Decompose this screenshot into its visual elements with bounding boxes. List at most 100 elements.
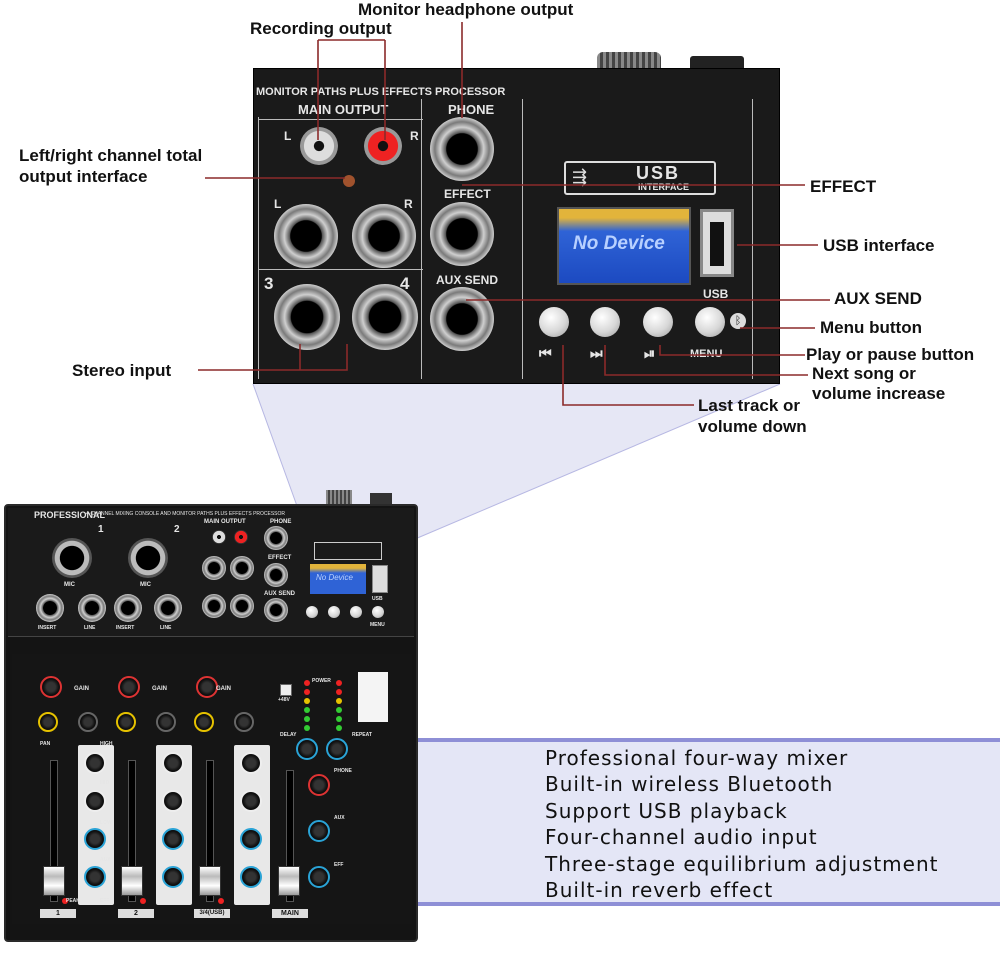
line-jack-2[interactable]: [154, 594, 182, 622]
repeat-label: REPEAT: [352, 732, 372, 738]
phantom-button[interactable]: [280, 684, 292, 696]
mini-main-left[interactable]: [202, 556, 226, 580]
mini-aux-send[interactable]: [264, 598, 288, 622]
insert-jack-2[interactable]: [114, 594, 142, 622]
high-label: HIGH: [100, 741, 113, 747]
insert-label-2: INSERT: [116, 625, 135, 631]
usb-port[interactable]: [700, 209, 734, 277]
mini-rca-left[interactable]: [212, 530, 226, 544]
ch3-input-jack[interactable]: [274, 284, 340, 350]
eq-knob[interactable]: [162, 828, 184, 850]
mini-prev-button[interactable]: [306, 606, 318, 618]
delay-knob[interactable]: [296, 738, 318, 760]
aux-send-jack[interactable]: [430, 287, 494, 351]
meter-led: [304, 716, 310, 722]
mini-lcd: No Device: [310, 564, 366, 594]
usb-logo-text: USB: [636, 163, 681, 183]
meter-led: [304, 707, 310, 713]
repeat-knob[interactable]: [326, 738, 348, 760]
prev-button[interactable]: [539, 307, 569, 337]
phantom-label: +48V: [278, 697, 290, 703]
peak-led: [218, 898, 224, 904]
eq-knob[interactable]: [84, 866, 106, 888]
gain-label: GAIN: [152, 686, 167, 692]
gain-knob[interactable]: [196, 676, 218, 698]
callout-stereo-input: Stereo input: [72, 361, 172, 380]
mic-label-2: MIC: [140, 582, 151, 588]
eq-knob[interactable]: [162, 790, 184, 812]
rca-right-jack[interactable]: [364, 127, 402, 165]
mini-next-button[interactable]: [328, 606, 340, 618]
pan-knob[interactable]: [116, 712, 136, 732]
meter-led: [304, 725, 310, 731]
low-label: LOW: [100, 820, 112, 826]
divider: [421, 99, 422, 379]
eq-knob[interactable]: [84, 752, 106, 774]
line-jack-1[interactable]: [78, 594, 106, 622]
mini-ch3[interactable]: [202, 594, 226, 618]
meter-led: [336, 698, 342, 704]
eff-label: EFF: [100, 898, 110, 904]
phone-jack[interactable]: [430, 117, 494, 181]
aux-send-label: AUX SEND: [436, 273, 499, 287]
mini-usb-port[interactable]: [372, 565, 388, 593]
eq-knob[interactable]: [162, 752, 184, 774]
eq-knob[interactable]: [240, 866, 262, 888]
eq-knob[interactable]: [84, 828, 106, 850]
insert-jack-1[interactable]: [36, 594, 64, 622]
fader-knob[interactable]: [121, 866, 143, 896]
strip-label-main: MAIN: [272, 909, 308, 918]
usb-logo: ⇶ USB INTERFACE: [564, 161, 716, 195]
eq-knob[interactable]: [240, 790, 262, 812]
mini-usb-label: USB: [372, 596, 383, 602]
main-left-jack[interactable]: [274, 204, 338, 268]
eq-knob[interactable]: [240, 752, 262, 774]
gain-knob[interactable]: [118, 676, 140, 698]
callout-next-song-2: volume increase: [812, 384, 946, 403]
high-knob[interactable]: [78, 712, 98, 732]
phone-knob-label: PHONE: [334, 768, 352, 774]
mini-phone[interactable]: [264, 526, 288, 550]
meter-led: [336, 725, 342, 731]
mixer-top-connector: [326, 490, 352, 504]
play-pause-button[interactable]: [643, 307, 673, 337]
main-fader-knob[interactable]: [278, 866, 300, 896]
menu-button[interactable]: [695, 307, 725, 337]
next-button[interactable]: [590, 307, 620, 337]
lcd-text: No Device: [573, 233, 665, 254]
ch4-input-jack[interactable]: [352, 284, 418, 350]
xlr-input-1[interactable]: [52, 538, 92, 578]
eff-master-knob[interactable]: [308, 866, 330, 888]
high-knob[interactable]: [156, 712, 176, 732]
phone-knob[interactable]: [308, 774, 330, 796]
pan-knob[interactable]: [38, 712, 58, 732]
main-right-jack[interactable]: [352, 204, 416, 268]
mini-ch4[interactable]: [230, 594, 254, 618]
meter-led: [336, 716, 342, 722]
fader-slot: [50, 760, 58, 902]
feature-item: Professional four-way mixer: [545, 746, 849, 770]
mini-play-button[interactable]: [350, 606, 362, 618]
high-knob[interactable]: [234, 712, 254, 732]
eq-knob[interactable]: [84, 790, 106, 812]
power-label: POWER: [312, 678, 331, 684]
rca-left-jack[interactable]: [300, 127, 338, 165]
effect-jack[interactable]: [430, 202, 494, 266]
meter-led: [304, 680, 310, 686]
gain-knob[interactable]: [40, 676, 62, 698]
aux-master-knob[interactable]: [308, 820, 330, 842]
mini-effect[interactable]: [264, 563, 288, 587]
fader-knob[interactable]: [43, 866, 65, 896]
line-label-2: LINE: [160, 625, 172, 631]
mini-menu-button[interactable]: [372, 606, 384, 618]
ch3-label: 3: [264, 274, 274, 293]
eq-knob[interactable]: [162, 866, 184, 888]
fader-knob[interactable]: [199, 866, 221, 896]
xlr-input-2[interactable]: [128, 538, 168, 578]
menu-label: MENU: [690, 348, 723, 360]
mini-main-right[interactable]: [230, 556, 254, 580]
mini-rca-right[interactable]: [234, 530, 248, 544]
eq-knob[interactable]: [240, 828, 262, 850]
pan-knob[interactable]: [194, 712, 214, 732]
mixer-upper-panel: PROFESSIONAL 4-CHANNEL MIXING CONSOLE AN…: [8, 508, 414, 637]
